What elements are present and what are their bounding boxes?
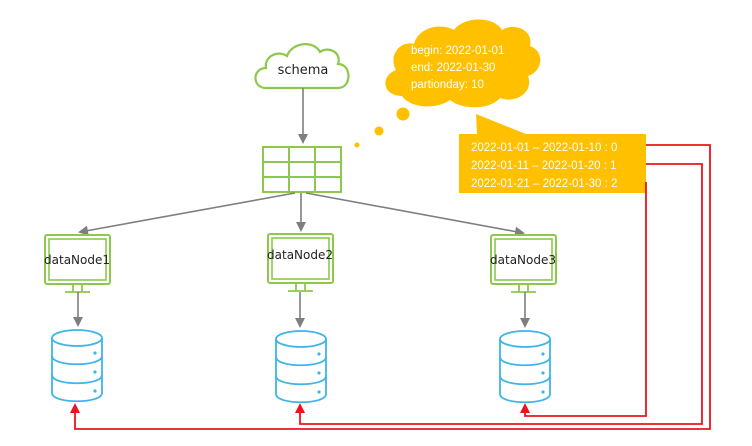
table-to-datanode3-arrow (305, 192, 525, 237)
thought-dot-small (354, 142, 360, 148)
database-3 (499, 330, 551, 404)
thought-dot-medium (374, 126, 384, 136)
thought-cloud-shape (385, 19, 541, 108)
route-partition-1 (295, 163, 703, 425)
partition-callout: 2022-01-01 – 2022-01-10 : 0 2022-01-11 –… (459, 114, 646, 193)
schema-node: schema (254, 43, 350, 90)
database-icon (499, 330, 551, 404)
datanode-label: dataNode3 (490, 253, 556, 267)
monitor-icon (44, 234, 111, 293)
route-partition-0 (70, 144, 711, 430)
schema-label: schema (278, 63, 329, 78)
monitor-icon (490, 234, 557, 293)
database-icon (51, 329, 103, 403)
partition-line-0: 2022-01-01 – 2022-01-10 : 0 (471, 142, 617, 154)
datanode-label: dataNode2 (267, 248, 333, 262)
partition-line-1: 2022-01-11 – 2022-01-20 : 1 (471, 160, 617, 172)
route-partition-2 (520, 182, 647, 417)
datanode-1: dataNode1 (44, 234, 111, 293)
database-1 (51, 329, 103, 403)
partition-line-2: 2022-01-21 – 2022-01-30 : 2 (471, 178, 617, 190)
cloud-icon (254, 43, 350, 90)
thought-dot-large (396, 107, 410, 121)
datanode-2: dataNode2 (267, 233, 334, 292)
thought-line-end: end: 2022-01-30 (411, 62, 495, 74)
database-2 (275, 330, 327, 404)
thought-bubble: begin: 2022-01-01 end: 2022-01-30 partio… (385, 19, 541, 108)
database-icon (275, 330, 327, 404)
datanode-3: dataNode3 (490, 234, 557, 293)
thought-line-begin: begin: 2022-01-01 (411, 45, 504, 57)
table-grid-icon (262, 146, 342, 193)
datanode-label: dataNode1 (44, 253, 110, 267)
monitor-icon (267, 233, 334, 292)
partition-callout-shape (459, 114, 646, 193)
table-to-datanode1-arrow (78, 192, 296, 236)
thought-line-partionday: partionday: 10 (411, 79, 484, 91)
